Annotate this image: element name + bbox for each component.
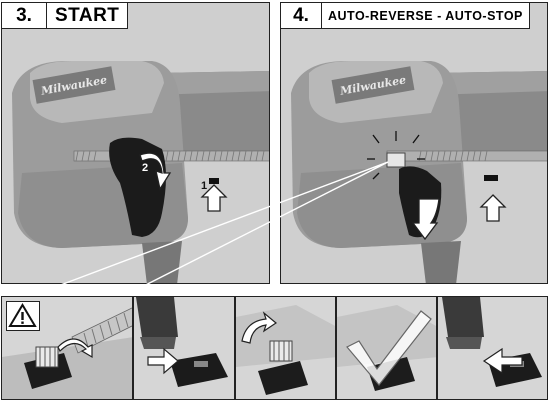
step-3-title: START <box>47 3 129 29</box>
sequence-frame-3 <box>235 296 336 400</box>
step-3-panel: 3. START Milwaukee <box>1 2 270 284</box>
checkmark-icon <box>346 310 432 386</box>
step-3-header: 3. START <box>2 3 129 29</box>
step-3-label-1: 1 <box>201 180 207 192</box>
step-3-illustration: Milwaukee 2 1 <box>2 3 269 283</box>
latch-engaged-illustration <box>134 297 234 399</box>
warning-icon <box>6 301 40 331</box>
step-3-number: 3. <box>2 3 47 29</box>
sequence-frame-5 <box>437 296 548 400</box>
spring-latch-closeup <box>2 297 132 399</box>
step-3-label-2: 2 <box>142 162 148 174</box>
step-4-panel: 4. AUTO-REVERSE - AUTO-STOP Milwaukee <box>280 2 548 284</box>
step-4-header: 4. AUTO-REVERSE - AUTO-STOP <box>281 3 530 29</box>
latch-ok-illustration <box>337 297 436 399</box>
step-4-number: 4. <box>281 3 322 29</box>
step-4-illustration: Milwaukee <box>281 3 547 283</box>
latch-reset-illustration <box>438 297 547 399</box>
step-4-title: AUTO-REVERSE - AUTO-STOP <box>322 3 530 29</box>
sequence-frame-1 <box>1 296 133 400</box>
latch-released-illustration <box>236 297 335 399</box>
sequence-frame-4 <box>336 296 437 400</box>
sequence-frame-2 <box>133 296 235 400</box>
